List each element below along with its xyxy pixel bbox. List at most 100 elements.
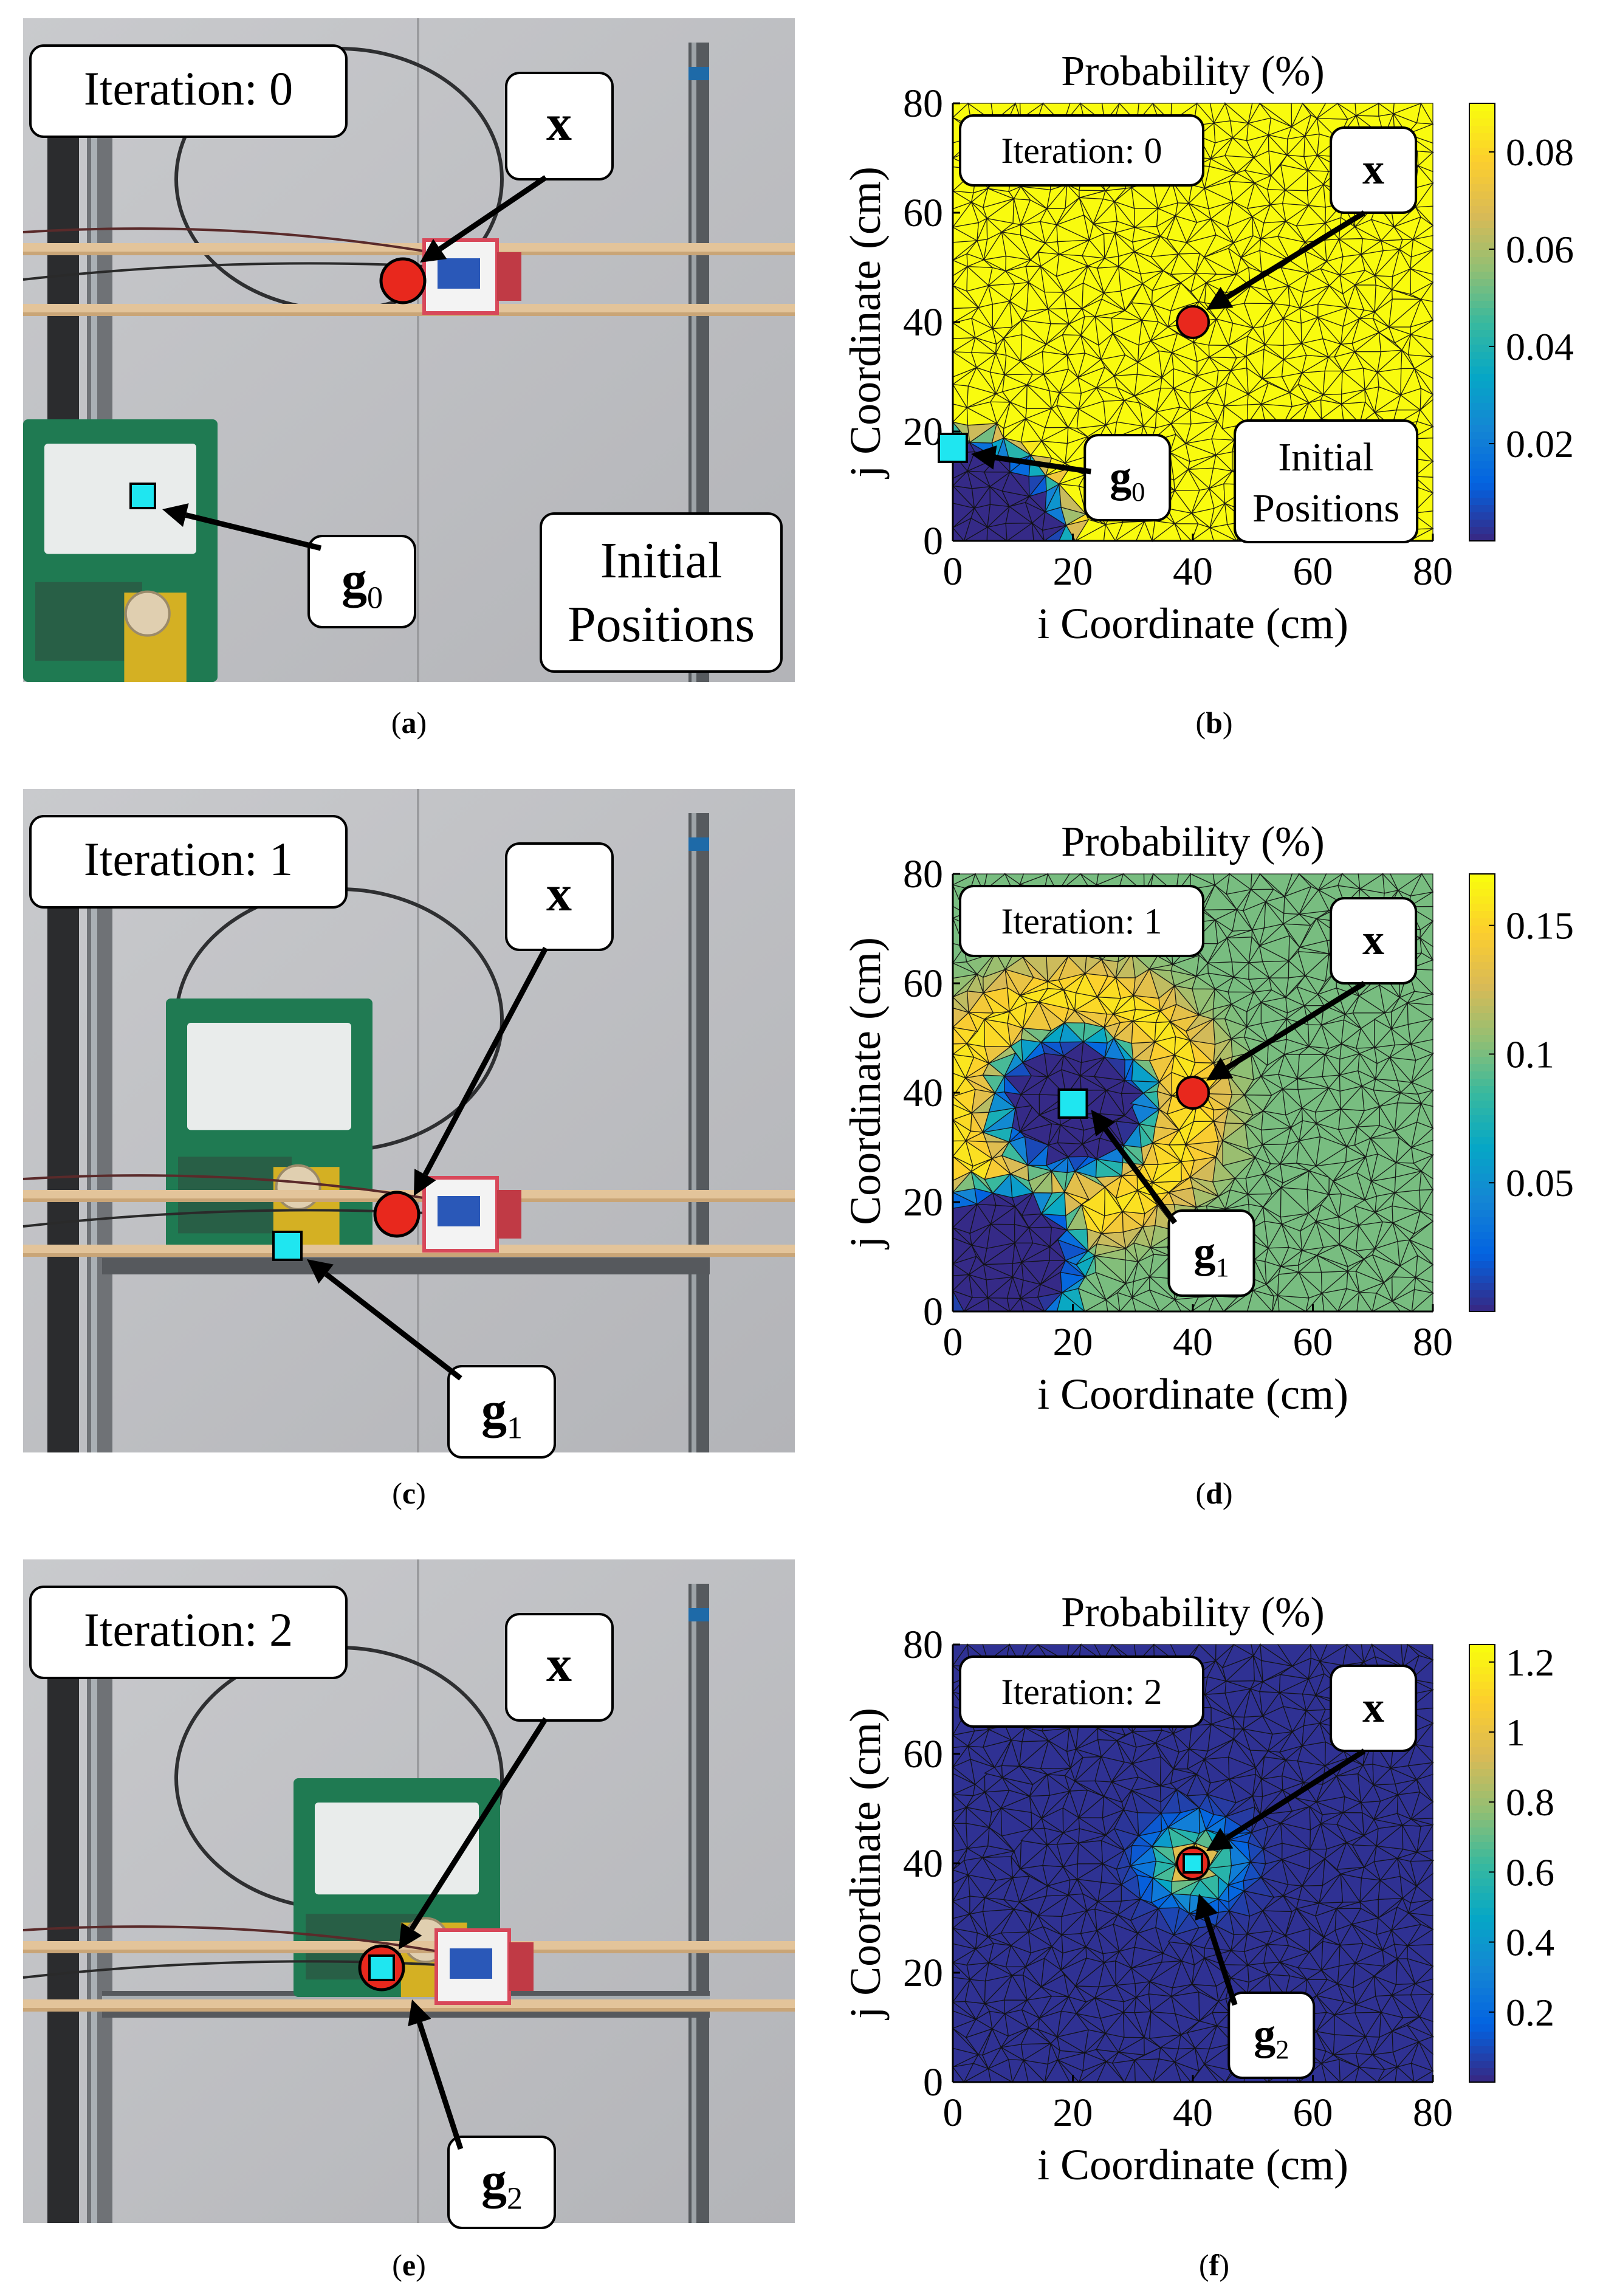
g-label: g1 bbox=[481, 1382, 523, 1445]
y-tick-label: 60 bbox=[903, 191, 943, 235]
cable-chain bbox=[47, 1645, 79, 2223]
x-label-box bbox=[1330, 897, 1418, 985]
colorbar-tick-label: 0.06 bbox=[1506, 228, 1574, 271]
y-tick-label: 40 bbox=[903, 1841, 943, 1886]
estimate-g-marker bbox=[1183, 1853, 1203, 1874]
g-label-box bbox=[1083, 434, 1172, 521]
iteration-label-box bbox=[29, 44, 348, 138]
iteration-label: Iteration: 1 bbox=[84, 833, 293, 885]
colorbar-tick-label: 0.15 bbox=[1506, 904, 1574, 947]
x-tick-label: 0 bbox=[943, 2091, 963, 2135]
y-tick-label: 60 bbox=[903, 961, 943, 1006]
colorbar-tick-label: 0.1 bbox=[1506, 1033, 1554, 1076]
caption-a: (a) bbox=[391, 706, 427, 740]
x-tick-label: 40 bbox=[1173, 1320, 1213, 1364]
x-tick-label: 0 bbox=[943, 1320, 963, 1364]
colorbar-tick-label: 0.2 bbox=[1506, 1991, 1554, 2034]
g-arrow bbox=[1091, 1110, 1178, 1225]
g-arrow bbox=[1195, 1894, 1238, 2006]
y-tick-label: 40 bbox=[903, 1071, 943, 1115]
panel-c: Iteration: 1 x g1 bbox=[22, 789, 795, 1459]
board-panel bbox=[187, 1023, 351, 1130]
y-tick-label: 0 bbox=[923, 519, 943, 563]
y-tick-label: 80 bbox=[903, 81, 943, 126]
x-tick-label: 20 bbox=[1053, 1320, 1093, 1364]
y-tick-label: 20 bbox=[903, 410, 943, 454]
x-label-box bbox=[1330, 1665, 1418, 1752]
target-x-marker bbox=[379, 257, 427, 304]
left-rail bbox=[87, 1602, 112, 2223]
board-panel bbox=[315, 1803, 479, 1895]
x-tick-label: 20 bbox=[1053, 549, 1093, 594]
iteration-label-box bbox=[959, 114, 1204, 187]
g-label: g0 bbox=[342, 552, 383, 615]
g-label: g0 bbox=[1110, 452, 1145, 507]
x-tick-label: 80 bbox=[1413, 2091, 1453, 2135]
g-label-box bbox=[1227, 1992, 1316, 2079]
wire bbox=[22, 227, 449, 256]
x-tick-label: 40 bbox=[1173, 2091, 1213, 2135]
colorbar-tick-label: 1 bbox=[1506, 1711, 1525, 1754]
x-tick-label: 60 bbox=[1293, 1320, 1333, 1364]
estimate-g-marker bbox=[1057, 1088, 1088, 1119]
g-label-box bbox=[447, 2136, 556, 2229]
target-x-marker bbox=[373, 1191, 421, 1238]
iteration-label: Iteration: 2 bbox=[84, 1603, 293, 1656]
chart-title: Probability (%) bbox=[1061, 1589, 1325, 1636]
estimate-g-marker bbox=[129, 483, 156, 509]
g-label-box bbox=[447, 1365, 556, 1459]
initial-positions-line-0: Initial bbox=[600, 532, 723, 589]
estimate-g-marker bbox=[272, 1231, 303, 1261]
x-label-box bbox=[505, 72, 614, 180]
colorbar-tick-label: 0.02 bbox=[1506, 422, 1574, 466]
y-tick-label: 20 bbox=[903, 1951, 943, 1995]
x-tick-label: 80 bbox=[1413, 549, 1453, 594]
iteration-label: Iteration: 0 bbox=[84, 62, 293, 115]
g-arrow bbox=[307, 1259, 462, 1381]
initial-positions-box bbox=[1234, 419, 1419, 543]
x-tick-label: 60 bbox=[1293, 2091, 1333, 2135]
caption-e: (e) bbox=[392, 2248, 426, 2282]
board-panel bbox=[44, 444, 196, 554]
gear bbox=[275, 1164, 321, 1211]
colorbar-tick-label: 0.04 bbox=[1506, 325, 1574, 368]
x-tick-label: 60 bbox=[1293, 549, 1333, 594]
caption-b: (b) bbox=[1195, 706, 1233, 740]
y-tick-label: 80 bbox=[903, 1623, 943, 1667]
iteration-label-box bbox=[959, 885, 1204, 957]
x-label: x bbox=[1362, 145, 1384, 193]
left-rail bbox=[87, 831, 112, 1452]
y-tick-label: 80 bbox=[903, 852, 943, 896]
iteration-label-box bbox=[29, 1586, 348, 1679]
y-axis-label: j Coordinate (cm) bbox=[841, 1708, 890, 2021]
initial-positions-line-1: Positions bbox=[568, 596, 755, 653]
photo-c: Iteration: 1 x g1 bbox=[22, 789, 795, 1459]
iteration-label: Iteration: 1 bbox=[1001, 901, 1162, 941]
colorbar-frame bbox=[1469, 1644, 1495, 2083]
y-tick-label: 0 bbox=[923, 2060, 943, 2105]
g-arrow bbox=[162, 503, 322, 551]
cable-chain bbox=[47, 874, 79, 1452]
colorbar: 0.20.40.60.811.2 bbox=[1469, 1641, 1554, 2083]
x-tick-label: 0 bbox=[943, 549, 963, 594]
colorbar-tick-label: 0.4 bbox=[1506, 1921, 1554, 1964]
iteration-label-box bbox=[959, 1655, 1204, 1728]
colorbar-frame bbox=[1469, 103, 1495, 541]
initial-positions-line-1: Positions bbox=[1252, 486, 1399, 531]
x-label-box bbox=[1330, 126, 1418, 214]
colorbar-tick-label: 0.6 bbox=[1506, 1851, 1554, 1894]
x-label: x bbox=[546, 865, 572, 922]
chart-title: Probability (%) bbox=[1061, 48, 1325, 95]
